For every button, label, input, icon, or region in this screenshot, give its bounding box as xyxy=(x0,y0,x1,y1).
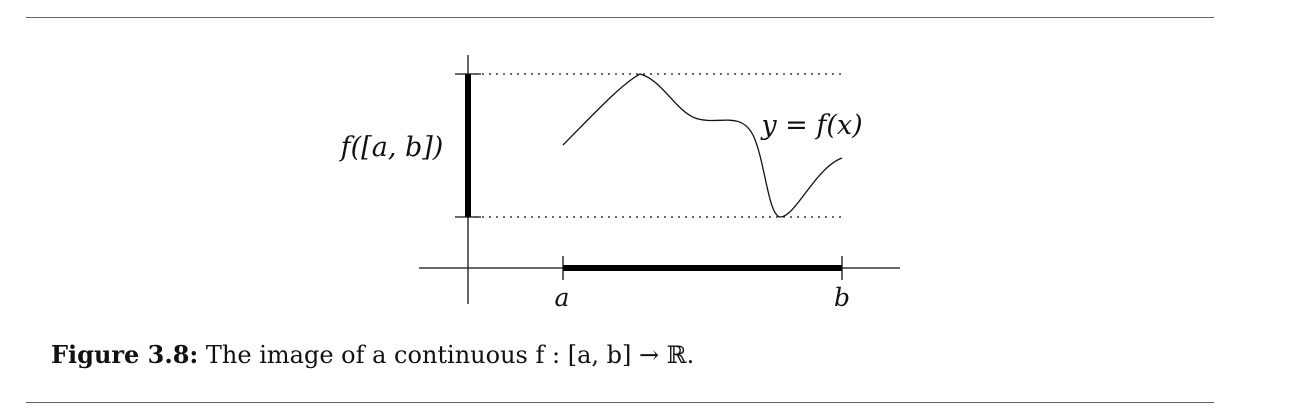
top-rule xyxy=(26,17,1214,18)
image-label: f([a, b]) xyxy=(339,132,444,163)
tick-b-label: b xyxy=(834,283,850,312)
caption-text: The image of a continuous f : [a, b] → ℝ… xyxy=(205,341,695,369)
figure-caption: Figure 3.8: The image of a continuous f … xyxy=(51,340,694,369)
function-curve xyxy=(562,73,843,218)
tick-a-label: a xyxy=(555,283,570,312)
caption-label: Figure 3.8: xyxy=(51,340,199,369)
bottom-rule xyxy=(26,402,1214,403)
function-label: y = f(x) xyxy=(760,110,862,141)
